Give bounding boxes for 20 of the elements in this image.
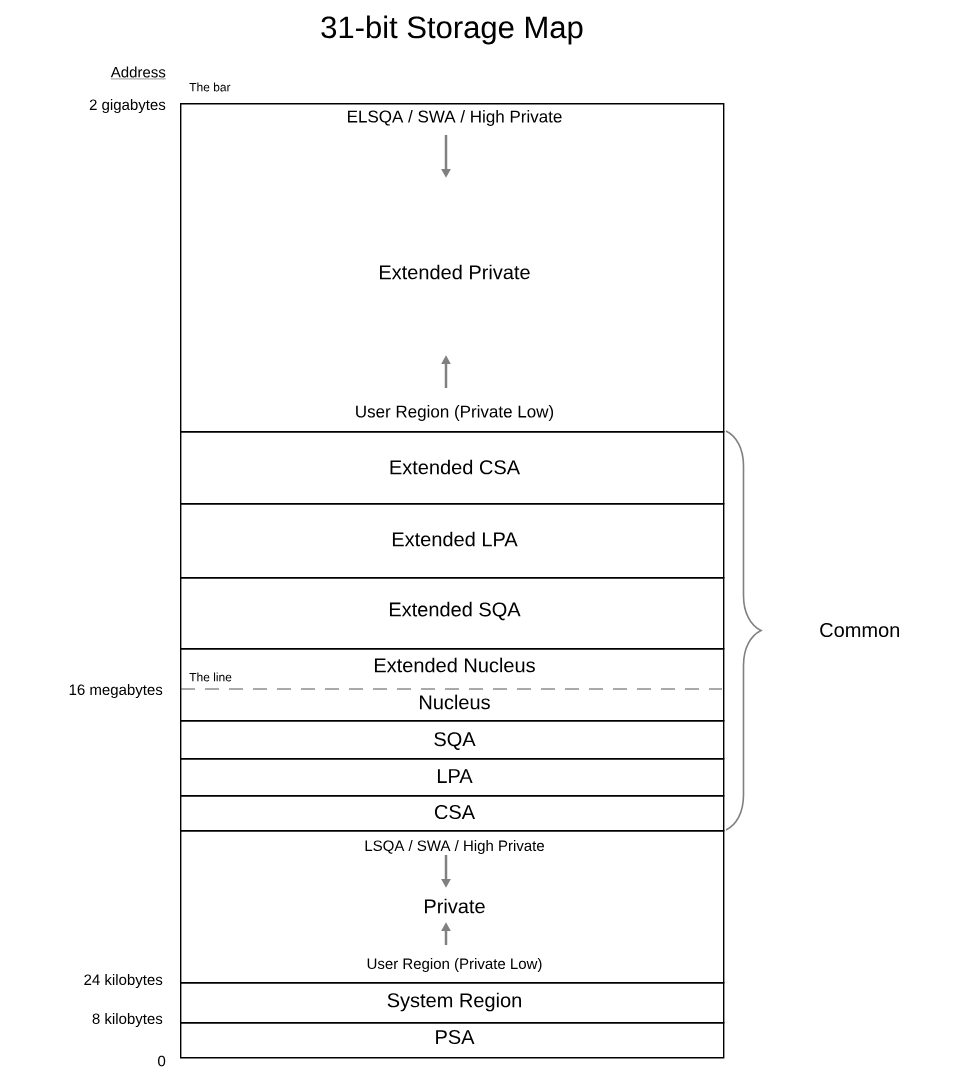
title: 31-bit Storage Map <box>321 15 583 45</box>
memory-region-box: LSQA / SWA / High Private Private User Region (Private Low) <box>180 830 725 984</box>
memory-region-box: SQA <box>180 720 725 760</box>
memory-region-box: Extended LPA <box>180 503 725 579</box>
memory-region-box: Extended SQA <box>180 577 725 650</box>
axis-label: 8 kilobytes <box>92 1013 163 1027</box>
axis-label: 2 gigabytes <box>89 99 166 113</box>
memory-region-box: System Region <box>180 982 725 1024</box>
axis-label: Common <box>820 622 899 638</box>
axis-label: Address <box>110 66 166 80</box>
memory-region-box: PSA <box>180 1022 725 1059</box>
axis-label: The bar <box>189 82 231 92</box>
axis-label: The line <box>189 672 232 682</box>
axis-label: 16 megabytes <box>69 684 163 698</box>
memory-region-box: ELSQA / SWA / High Private Extended Private User Region (Private Low) <box>180 103 725 433</box>
axis-label: 24 kilobytes <box>84 974 163 988</box>
axis-label: 0 <box>158 1055 166 1067</box>
memory-region-box: CSA <box>180 795 725 832</box>
memory-region-box: LPA <box>180 758 725 797</box>
memory-region-box: Extended CSA <box>180 431 725 505</box>
